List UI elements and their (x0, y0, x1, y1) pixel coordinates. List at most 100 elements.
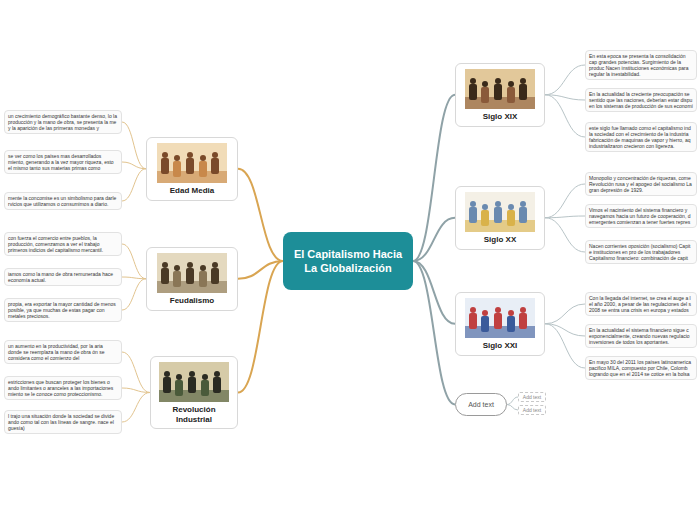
topic-box: Revolución Industrial (150, 356, 238, 429)
note-box: con fuerza el comercio entre pueblos, la… (4, 232, 122, 256)
illustration-figure (507, 310, 515, 332)
figure-body (469, 207, 477, 223)
illustration-figure (481, 204, 489, 226)
illustration-figure (173, 155, 181, 177)
cloud-topic: Add text (455, 393, 507, 416)
figure-body (469, 84, 477, 100)
note-text: un crecimiento demográfico bastante dens… (8, 113, 118, 131)
figure-head (202, 374, 208, 380)
figure-body (519, 207, 527, 223)
branch-connector (122, 244, 146, 279)
figure-body (163, 377, 171, 393)
figure-head (187, 152, 193, 158)
note-box: mente la concomise es un simbolismo para… (4, 192, 122, 210)
branch-connector (545, 324, 585, 368)
illustration-figure (186, 262, 194, 284)
illustration-figure (507, 204, 515, 226)
figure-head (495, 201, 501, 207)
note-box: estricciones que buscan proteger los bie… (4, 376, 122, 400)
node-label: Siglo XX (460, 235, 540, 245)
illustration-figure (469, 78, 477, 100)
branch-connector (545, 218, 585, 252)
note-text: propia, era exportar la mayor cantidad d… (8, 301, 118, 319)
topic-illustration (157, 253, 227, 293)
figure-head (508, 310, 514, 316)
figure-head (189, 371, 195, 377)
note-text: En mayo 30 del 2011 los países latinoame… (589, 359, 693, 377)
branch-connector (122, 162, 146, 169)
note-box: un aumento en la productividad, por la a… (4, 340, 122, 364)
illustration-figure (161, 262, 169, 284)
note-text: Nacen corrientes oposición (socialismo) … (589, 243, 693, 261)
figure-body (481, 316, 489, 332)
figure-head (174, 155, 180, 161)
figure-head (162, 152, 168, 158)
note-text: En la actualidad la creciente preocupaci… (589, 91, 693, 109)
illustration-figure (469, 201, 477, 223)
note-text: En esta epoca se presenta la consolidaci… (589, 53, 693, 77)
node-label: El Capitalismo Hacia La Globalización (293, 247, 403, 275)
topic-illustration (159, 362, 229, 402)
topic-illustration (465, 298, 535, 338)
branch-connector (122, 279, 146, 310)
note-text: Con la llegada del internet, se crea el … (589, 295, 693, 313)
figure-body (469, 313, 477, 329)
figure-body (481, 87, 489, 103)
figure-head (495, 307, 501, 313)
branch-connector (122, 122, 146, 169)
note-box: propia, era exportar la mayor cantidad d… (4, 298, 122, 322)
node-label: Add text (460, 400, 502, 409)
illustration-figure (211, 152, 219, 174)
topic-box: Feudalismo (146, 247, 238, 311)
illustration-figure (211, 262, 219, 284)
illustration-figure (481, 310, 489, 332)
figure-head (162, 262, 168, 268)
figure-body (494, 207, 502, 223)
illustration-figure (494, 307, 502, 329)
figure-body (211, 268, 219, 284)
illustration-figure (163, 371, 171, 393)
figure-head (174, 265, 180, 271)
figure-head (176, 374, 182, 380)
figure-body (201, 380, 209, 396)
figure-body (519, 313, 527, 329)
node-label: Feudalismo (151, 296, 233, 306)
illustration-figure (519, 307, 527, 329)
figure-body (186, 158, 194, 174)
note-box: En esta epoca se presenta la consolidaci… (585, 50, 697, 80)
node-label: Add text (521, 394, 543, 400)
illustration-ground (157, 143, 227, 183)
note-box: iamos como la mano de obra remunerada ha… (4, 268, 122, 286)
note-text: se ver como los países mas desarrollados… (8, 153, 118, 171)
topic-box: Siglo XIX (455, 63, 545, 127)
figure-head (520, 201, 526, 207)
figure-body (161, 158, 169, 174)
figure-body (507, 87, 515, 103)
figure-head (214, 371, 220, 377)
branch-connector (122, 169, 146, 201)
note-box: En mayo 30 del 2011 los países latinoame… (585, 356, 697, 380)
figure-head (200, 155, 206, 161)
illustration-figure (175, 374, 183, 396)
topic-illustration (465, 192, 535, 232)
figure-head (470, 78, 476, 84)
topic-illustration (157, 143, 227, 183)
branch-connector (238, 261, 283, 279)
branch-connector (507, 405, 518, 411)
figure-body (494, 313, 502, 329)
illustration-figure (199, 155, 207, 177)
branch-connector (545, 216, 585, 218)
branch-connector (122, 277, 146, 279)
figure-head (508, 204, 514, 210)
note-box: Vimos el nacimiento del sistema financie… (585, 204, 697, 228)
branch-connector (545, 95, 585, 137)
node-label: Siglo XXI (460, 341, 540, 351)
illustration-figure (173, 265, 181, 287)
figure-head (520, 307, 526, 313)
topic-illustration (465, 69, 535, 109)
subtopic-box: Add text (518, 405, 546, 415)
branch-connector (545, 304, 585, 324)
branch-connector (122, 393, 150, 423)
illustration-ground (159, 362, 229, 402)
note-box: este siglo fue llamado como el capitalis… (585, 122, 697, 152)
